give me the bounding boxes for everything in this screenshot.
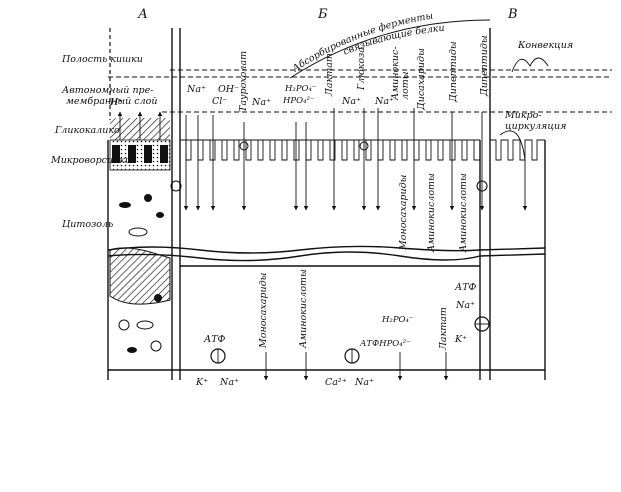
membrane-carriers [170,141,488,192]
ion-na-plus-2: Na⁺ [251,97,271,108]
convection-label: Конвекция [517,40,573,51]
microcirculation-arrow [499,130,528,211]
cytosol-label: Цитозоль [62,219,113,230]
monosaccharides-bottom-label: Моносахариды [258,272,269,349]
organelle-5 [154,294,162,302]
organelle-6 [118,319,130,331]
premembrane-layer-label-2: мембранный слой [66,96,158,107]
lactate-bottom-label: Лактат [438,307,449,351]
lumen-label: Полость кишки [61,54,143,65]
taurocholate-label: Таурохолат [238,51,249,112]
na-plus-bottom-label: Na⁺ [354,377,374,388]
villus-block-4 [160,145,168,163]
glycocalyx-label: Гликокалико [54,125,120,136]
microvilli-label: Микроворсинки [50,155,131,166]
calcium-label: Ca²⁺ [325,377,347,388]
k-plus-label: K⁺ [195,377,208,388]
villus-block-3 [144,145,152,163]
villus-block-2 [128,145,136,163]
convection-loops [511,57,549,73]
ion-na-plus-3: Na⁺ [341,96,361,107]
section-b-label: Б [317,7,328,22]
amino-acids-cell-label: Аминокислоты [426,173,437,253]
monosaccharides-cell-label: Моносахариды [398,174,409,251]
ion-h-plus: H⁺ [109,97,123,108]
organelle-3 [128,227,148,237]
ion-h2po4: H₂PO₄⁻ [284,84,316,94]
na-plus-right-label: Na⁺ [455,300,475,311]
disaccharides-label: Дисахариды [416,48,427,111]
na-plus-label: Na⁺ [219,377,239,388]
h2po4-bottom-label: H₂PO₄⁻ [381,315,413,325]
section-v-label: В [507,7,518,22]
amino-acids-label-1: Аминокис- [390,47,401,102]
transport-arrows [183,108,485,211]
amino-acids-bottom-label: Аминокислоты [298,269,309,349]
organelle-1 [119,202,131,208]
atp-label-left: АТФ [203,334,226,345]
dipeptides-label: Дипептиды [448,41,459,103]
efflux-arrows [117,111,163,140]
ion-na-plus-4: Na⁺ [374,96,394,107]
ion-oh-minus: OH⁻ [218,84,239,95]
brush-border-right [490,139,545,161]
brush-border [180,139,480,161]
atp-hpo4-label: АТФHPO₄²⁻ [359,339,411,349]
cell-border-wave-2 [107,251,546,262]
organelle-9 [127,347,137,353]
ion-cl-minus: Cl⁻ [212,96,227,107]
amino-acids-label-2: лоты [400,71,411,100]
section-a-label: А [137,7,148,22]
k-plus-right-label: K⁺ [454,334,467,345]
organelle-8 [150,340,162,352]
enzymes-arc [289,19,491,79]
glucose-label: Глюкоза [356,47,367,91]
organelle-4 [156,212,164,218]
microcirculation-label-1: Микро- [504,110,542,121]
ion-na-plus: Na⁺ [186,84,206,95]
organelle-7 [136,320,154,330]
villus-block-1 [112,145,120,163]
amino-acids-cell-label-2: Аминокислоты [458,173,469,253]
premembrane-layer-label-1: Автономный пре- [61,85,153,96]
microcirculation-label-2: циркуляция [505,121,566,132]
cell-border-wave [107,245,546,254]
lactate-label: Лактат [324,53,335,97]
organelle-2 [144,194,152,202]
atp-label-right: АТФ [454,282,477,293]
ion-hpo4: HPO₄²⁻ [282,96,314,106]
dipeptides-label-2: Дипептиды [479,35,490,97]
